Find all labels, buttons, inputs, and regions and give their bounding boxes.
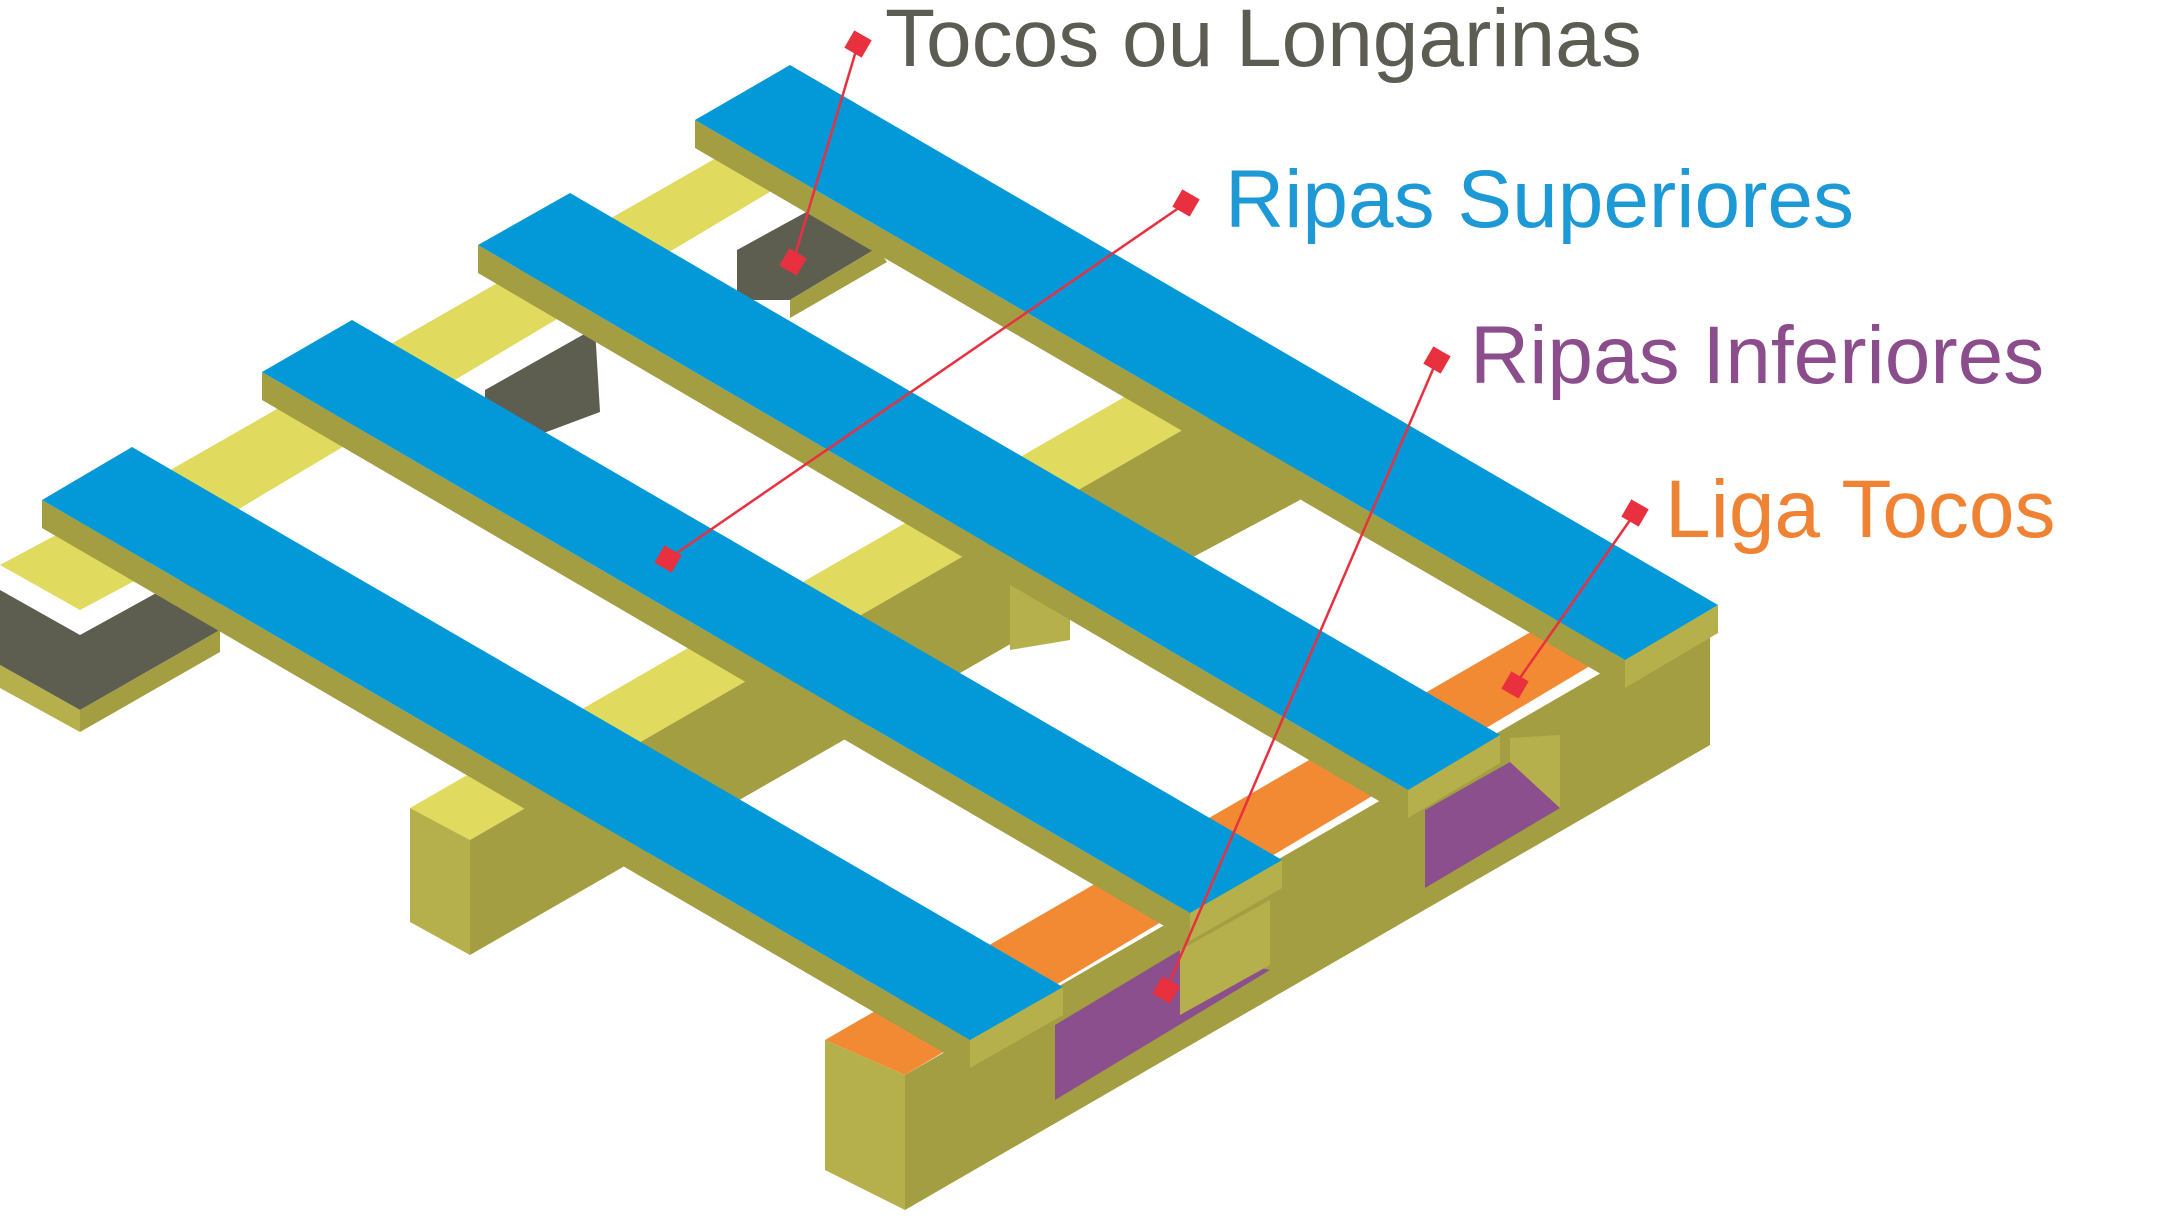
middle-stringer-front [410,808,470,955]
leader-lines [654,30,1649,1004]
ripa-superior-1-end-edge [1625,605,1718,688]
front-block-mid [1180,900,1270,1015]
label-ripas-superiores: Ripas Superiores [1225,154,1854,245]
ripa-superior-2-long-edge [478,245,1408,818]
back-left-block-front [0,590,80,710]
ripa-superior-2 [478,193,1500,790]
ripa-superior-3 [262,320,1282,913]
ripa-superior-3-end-edge [1190,860,1282,941]
ripa-superior-2-end-edge [1408,735,1500,818]
ripa-superior-3-long-edge [262,372,1190,941]
ripa-inferior-2 [1425,762,1560,888]
ripa-superior-4-end-edge [970,987,1063,1068]
front-stringer-front [825,1040,905,1210]
leader-marker-tocos-end [779,248,807,276]
ripa-superior-1-long-edge [695,120,1625,688]
leader-marker-ripas-inferiores-start [1423,346,1451,374]
label-tocos-longarinas: Tocos ou Longarinas [885,0,1642,84]
label-ripas-inferiores: Ripas Inferiores [1470,310,2044,401]
leader-line-ripas-inferiores [1164,359,1439,991]
toco-block-back-1-side [790,248,887,318]
toco-block-back-2 [485,328,600,440]
leader-marker-liga-tocos-start [1621,499,1649,527]
leader-marker-ripas-inferiores-end [1152,976,1180,1004]
leader-line-ripas-superiores [667,201,1187,561]
leader-line-tocos [791,43,860,263]
leader-marker-ripas-superiores-start [1172,189,1200,217]
ripa-superior-4 [42,447,1063,1040]
label-liga-tocos: Liga Tocos [1665,464,2056,555]
ripa-superior-1 [695,65,1718,660]
ripa-superior-4-long-edge [42,500,970,1068]
leader-marker-ripas-superiores-end [654,545,682,573]
back-left-block-top [0,533,140,610]
leader-marker-liga-tocos-end [1501,671,1529,699]
leader-line-liga-tocos [1513,512,1637,686]
top-slats [42,65,1718,1068]
leader-marker-tocos-start [844,30,872,58]
front-block-right [1510,735,1560,808]
back-left-stringer-lip-side [80,630,220,732]
back-left-stringer-lip [0,665,80,732]
